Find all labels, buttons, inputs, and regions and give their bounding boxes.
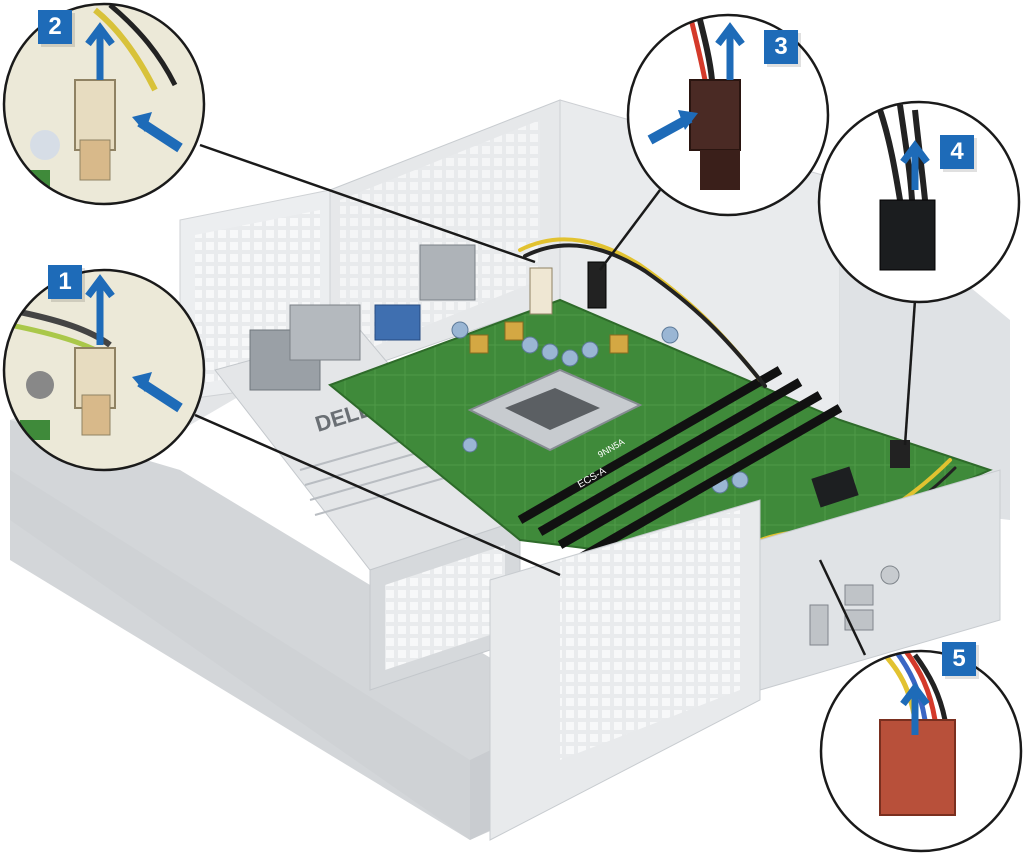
zoom-circle-3 (626, 13, 830, 217)
zoom-circle-2 (2, 2, 206, 206)
step-badge-1: 1 (48, 265, 82, 299)
step-number-1: 1 (58, 268, 72, 295)
step-badge-4: 4 (940, 135, 974, 169)
zoom-circle-1 (2, 268, 206, 472)
step-badge-3: 3 (764, 30, 798, 64)
step-number-4: 4 (950, 138, 964, 165)
zoom-circle-4 (817, 100, 1021, 304)
step-badge-2: 2 (38, 10, 72, 44)
motherboard: ECS-A 9NN5A (249, 244, 993, 572)
step-badge-5: 5 (942, 642, 976, 676)
step-number-5: 5 (952, 645, 966, 672)
step-number-2: 2 (48, 13, 62, 40)
zoom-circle-5 (819, 649, 1023, 853)
step-number-3: 3 (774, 33, 788, 60)
callout-lines (194, 143, 917, 656)
